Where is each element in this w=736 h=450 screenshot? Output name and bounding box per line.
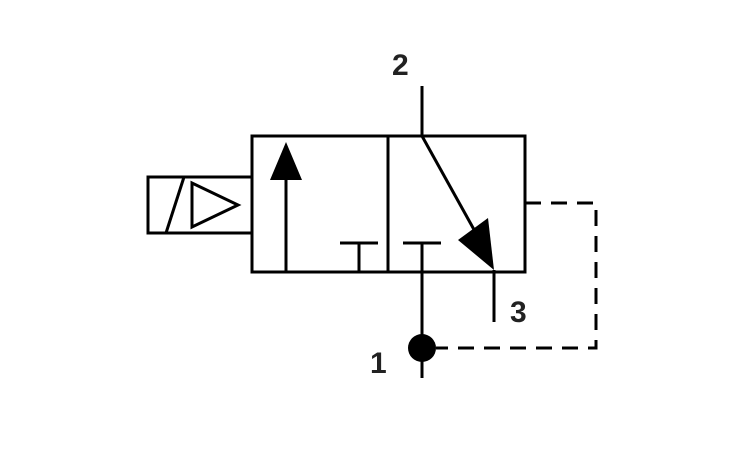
port-2-label: 2	[392, 49, 409, 82]
pilot-line	[436, 201, 598, 350]
solenoid-coil-slash	[164, 176, 186, 234]
arrow-diagonal-icon	[458, 218, 494, 270]
port-3-label: 3	[510, 296, 527, 329]
solenoid-actuator	[146, 175, 254, 235]
flow-path-diagonal	[420, 135, 484, 245]
port-1-label: 1	[370, 347, 387, 380]
pilot-dashed-path	[436, 201, 598, 350]
left-envelope	[270, 142, 378, 272]
junction-dot	[408, 334, 436, 362]
arrow-up-icon	[270, 142, 302, 180]
solenoid-triangle-icon	[190, 180, 242, 230]
right-envelope	[403, 135, 494, 270]
